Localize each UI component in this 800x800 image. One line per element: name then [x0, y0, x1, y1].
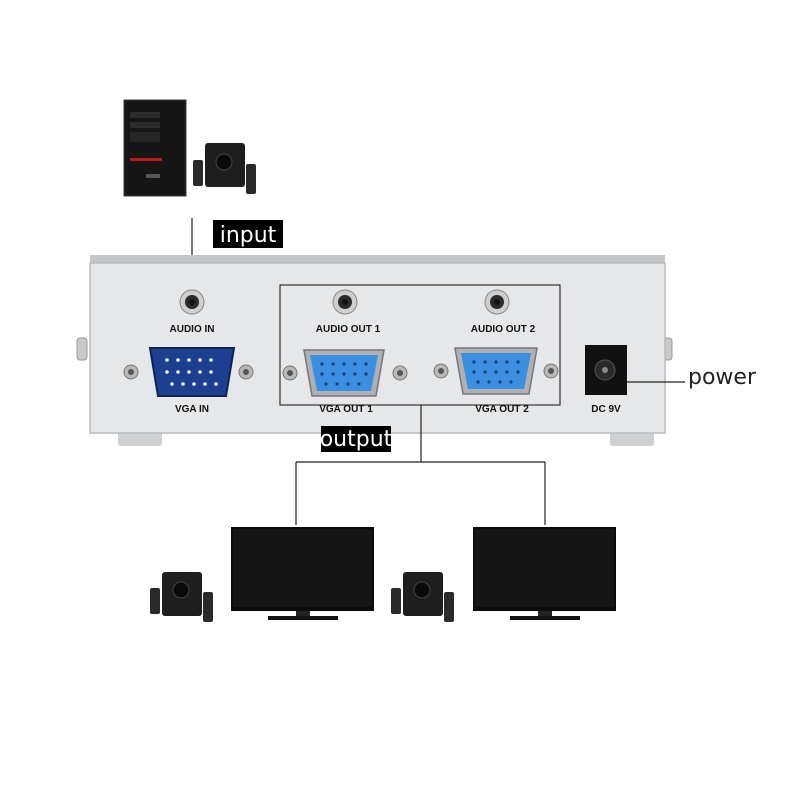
vga-out-1-label: VGA OUT 1 [319, 404, 373, 415]
power-label: power [688, 365, 757, 390]
audio-out-1-label: AUDIO OUT 1 [316, 324, 381, 335]
output-connector-lines [295, 405, 546, 525]
audio-jack-icon [179, 289, 205, 315]
vga-port-icon [123, 347, 254, 397]
pc-tower-icon [123, 99, 187, 197]
dc-jack-icon [585, 345, 627, 395]
dc-label: DC 9V [591, 404, 621, 415]
audio-out-2-label: AUDIO OUT 2 [471, 324, 536, 335]
audio-jack-icon [332, 289, 358, 315]
input-label: input [220, 223, 277, 248]
vga-port-icon [282, 349, 408, 397]
audio-jack-icon [484, 289, 510, 315]
output-callout: output [320, 426, 393, 452]
monitor-icon [473, 527, 616, 620]
output-group-frame [279, 284, 561, 406]
speaker-icon [150, 572, 213, 622]
output-label: output [320, 427, 393, 452]
vga-out-2-label: VGA OUT 2 [475, 404, 529, 415]
input-callout: input [213, 220, 283, 248]
speaker-icon [193, 143, 256, 194]
audio-in-label: AUDIO IN [170, 324, 215, 335]
speaker-icon [391, 572, 454, 622]
vga-in-label: VGA IN [175, 404, 209, 415]
vga-port-icon [433, 347, 559, 395]
monitor-icon [231, 527, 374, 620]
